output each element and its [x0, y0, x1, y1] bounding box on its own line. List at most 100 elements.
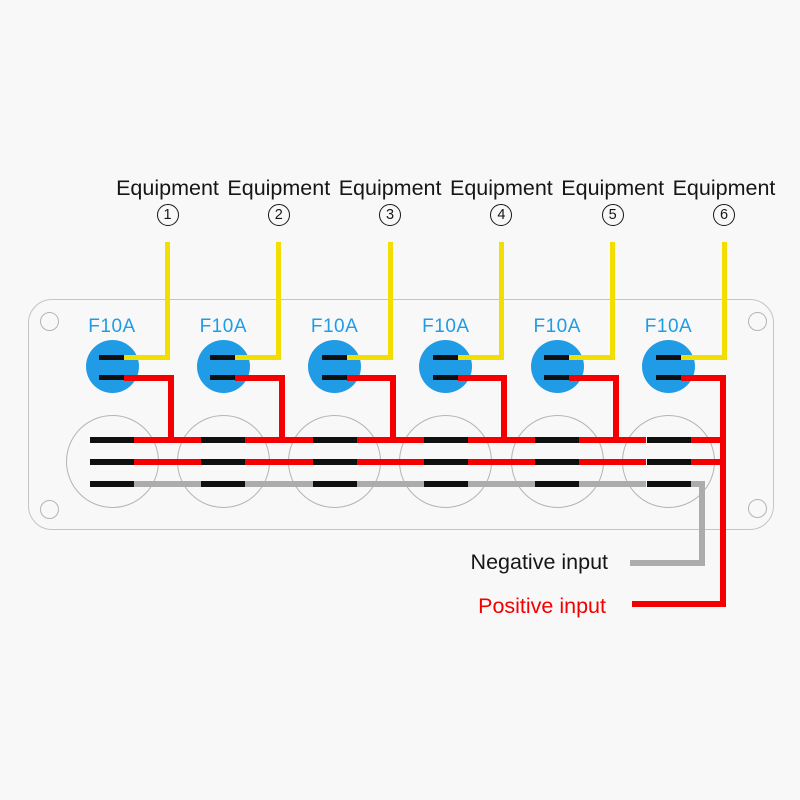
fuse-terminal-top [210, 355, 236, 360]
switch-terminal [535, 437, 580, 443]
equipment-wire [346, 355, 393, 360]
fuse-terminal-bottom [210, 375, 236, 380]
positive-input-label: Positive input [478, 594, 606, 618]
switch-terminal [423, 437, 468, 443]
fuse-output-wire [346, 375, 397, 381]
negative-bus-segment [467, 481, 536, 487]
equipment-number-badge: 6 [713, 204, 735, 226]
negative-bus-segment [134, 481, 202, 487]
screw-hole [39, 499, 59, 519]
switch-terminal [312, 437, 357, 443]
negative-bus-segment [579, 481, 647, 487]
fuse-terminal-bottom [544, 375, 570, 380]
fuse-label: F10A [644, 316, 693, 337]
equipment-number-badge: 1 [156, 204, 179, 226]
fuse-terminal-top [99, 355, 124, 360]
fuse-circle [196, 339, 250, 393]
fuse-label: F10A [88, 316, 136, 337]
equipment-label: Equipment [338, 176, 442, 200]
equipment-wire [610, 242, 616, 360]
fuse-output-wire [278, 375, 285, 443]
fuse-output-wire [390, 375, 397, 443]
positive-bus-segment [134, 459, 202, 465]
fuse-output-wire [124, 375, 174, 381]
equipment-wire [124, 355, 170, 360]
switch-terminal [201, 437, 246, 443]
positive-input-wire [632, 601, 726, 607]
fuse-terminal-top [432, 355, 458, 360]
switch-terminal [201, 459, 246, 465]
switch-terminal [535, 481, 580, 487]
equipment-number-badge: 4 [490, 204, 513, 226]
equipment-label: Equipment [449, 176, 553, 200]
switch-terminal [646, 481, 691, 487]
equipment-number-badge: 3 [379, 204, 402, 226]
fuse-circle [530, 339, 584, 393]
equipment-wire [498, 242, 504, 360]
switch-terminal [646, 437, 691, 443]
fuse-circle [308, 339, 362, 393]
fuse-label: F10A [310, 316, 359, 337]
switch-terminal [423, 481, 468, 487]
negative-input-wire [630, 560, 705, 566]
screw-hole [748, 312, 767, 331]
positive-bus-segment [690, 437, 726, 443]
equipment-wire [457, 355, 504, 360]
fuse-output-wire [167, 375, 174, 443]
fuse-output-wire [501, 375, 508, 443]
fuse-output-wire [235, 375, 285, 381]
equipment-wire [569, 355, 616, 360]
switch-terminal [201, 481, 246, 487]
fuse-terminal-bottom [321, 375, 347, 380]
positive-bus-segment [579, 459, 647, 465]
equipment-wire [387, 242, 393, 360]
equipment-wire [235, 355, 282, 360]
equipment-wire [680, 355, 727, 360]
negative-bus-segment [690, 481, 705, 487]
positive-bus-segment [690, 459, 726, 465]
negative-input-wire [699, 481, 705, 566]
switch-terminal [90, 481, 134, 487]
switch-terminal [423, 459, 468, 465]
equipment-wire [721, 242, 727, 360]
screw-hole [748, 498, 767, 518]
positive-bus-segment [356, 459, 424, 465]
switch-terminal [535, 459, 580, 465]
positive-bus-segment [245, 459, 313, 465]
positive-bus-segment [467, 459, 536, 465]
switch-terminal [646, 459, 691, 465]
fuse-circle [85, 339, 139, 393]
switch-terminal [90, 459, 134, 465]
equipment-number-badge: 2 [267, 204, 290, 226]
negative-bus-segment [245, 481, 313, 487]
equipment-number-badge: 5 [601, 204, 624, 226]
fuse-label: F10A [199, 316, 247, 337]
switch-terminal [90, 437, 134, 443]
equipment-label: Equipment [227, 176, 331, 200]
equipment-label: Equipment [672, 176, 776, 200]
equipment-label: Equipment [561, 176, 665, 200]
negative-input-label: Negative input [470, 550, 608, 574]
fuse-terminal-bottom [432, 375, 458, 380]
equipment-label: Equipment [116, 176, 219, 200]
screw-hole [39, 312, 59, 331]
fuse-label: F10A [533, 316, 581, 337]
equipment-wire [276, 242, 282, 360]
fuse-output-wire [457, 375, 508, 381]
switch-terminal [312, 459, 357, 465]
equipment-wire [165, 242, 170, 360]
fuse-output-wire [569, 375, 619, 381]
fuse-terminal-bottom [99, 375, 124, 380]
fuse-circle [419, 339, 473, 393]
fuse-output-wire [680, 375, 726, 381]
fuse-terminal-bottom [655, 375, 681, 380]
fuse-terminal-top [321, 355, 347, 360]
fuse-terminal-top [544, 355, 570, 360]
switch-terminal [312, 481, 357, 487]
positive-input-wire [720, 375, 726, 607]
negative-bus-segment [356, 481, 424, 487]
fuse-terminal-top [655, 355, 681, 360]
switch-panel [28, 299, 774, 530]
fuse-label: F10A [422, 316, 470, 337]
